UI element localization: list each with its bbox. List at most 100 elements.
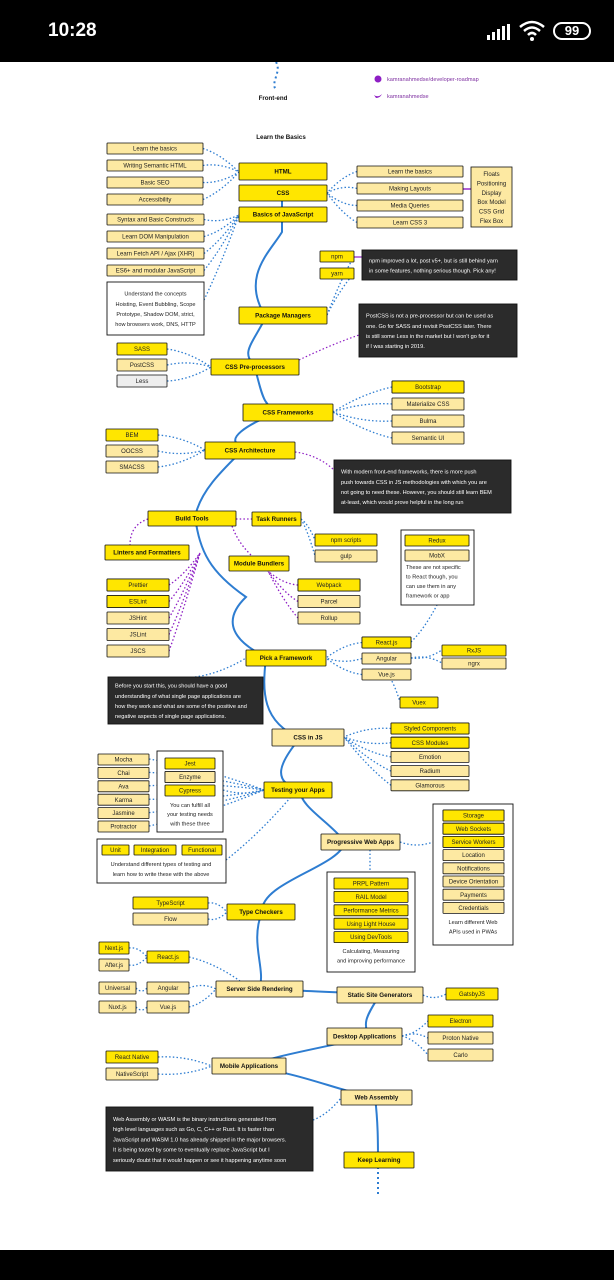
connector: [326, 192, 358, 224]
state-note-1: to React though, you: [406, 575, 458, 581]
test-fav-jest: Jest: [164, 757, 216, 770]
html-topic-learn-the-basics: Learn the basics: [106, 142, 204, 155]
pwa-perf-rail-model-label: RAIL Model: [355, 895, 386, 901]
pkg-npm-label: npm: [331, 255, 343, 261]
cssjs-emotion: Emotion: [390, 751, 470, 763]
css-fw-bootstrap-hl: Bootstrap: [391, 380, 465, 394]
pwa-api-hl-1-label: Web Sockets: [456, 827, 491, 833]
node-desktop: Desktop Applications: [326, 1027, 403, 1046]
framework-vue-js-label: Vue.js: [378, 673, 394, 679]
connector: [326, 186, 358, 194]
ssr-angular: Angular: [146, 981, 190, 995]
node-linters: Linters and Formatters: [104, 544, 190, 561]
node-mobile-label: Mobile Applications: [220, 1063, 279, 1070]
js-topic-learn-dom-manipulation-label: Learn DOM Manipulation: [122, 235, 189, 241]
pwa-api-hl-0-label: Storage: [463, 814, 485, 820]
html-topic-writing-semantic-html: Writing Semantic HTML: [106, 159, 204, 172]
node-css: CSS: [238, 184, 328, 202]
test-tool-ava-label: Ava: [118, 784, 129, 790]
desktop-electron-label: Electron: [449, 1019, 471, 1025]
node-css-in-js-label: CSS in JS: [293, 735, 322, 742]
connector: [188, 988, 217, 1008]
navigation-bar: [0, 1250, 614, 1280]
mobile-react-native: React Native: [105, 1050, 159, 1064]
pkg-npm: npm: [319, 250, 355, 263]
cssjs-glamorous-label: Glamorous: [415, 783, 444, 789]
connector: [203, 214, 240, 255]
node-pick-framework-label: Pick a Framework: [260, 655, 313, 662]
node-html-label: HTML: [274, 169, 291, 176]
task-npm-scripts: npm scripts: [314, 533, 378, 547]
pwa-perf-using-light-house: Using Light House: [333, 917, 409, 930]
node-package-managers: Package Managers: [238, 306, 328, 325]
node-testing-label: Testing your Apps: [271, 787, 325, 794]
test-fav-note-2: with these three: [169, 821, 210, 827]
vue-vuex: Vuex: [399, 696, 439, 709]
test-fav-cypress: Cypress: [164, 784, 216, 797]
pwa-api-credentials: Credentials: [442, 902, 505, 914]
arch-bem: BEM: [105, 428, 159, 442]
preproc-less-label: Less: [136, 379, 149, 385]
bundler-rollup-label: Rollup: [320, 616, 338, 622]
bundler-webpack-hl: Webpack: [297, 578, 361, 592]
desktop-electron: Electron: [427, 1014, 494, 1028]
top-path: [273, 62, 279, 91]
node-task-runners: Task Runners: [251, 511, 302, 527]
type-flow-label: Flow: [164, 917, 177, 923]
cssjs-modules-hl: CSS Modules: [390, 736, 470, 749]
connector: [166, 362, 212, 368]
ssr-universal: Universal: [98, 981, 137, 995]
status-bar: 10:28 99: [0, 0, 614, 62]
node-css-preprocessors-label: CSS Pre-processors: [225, 364, 285, 371]
connector: [325, 657, 363, 676]
note-arch: With modern front-end frameworks, there …: [333, 459, 512, 514]
css-layout-floats: Floats: [483, 172, 499, 178]
cssjs-radium: Radium: [390, 765, 470, 777]
github-icon: [374, 75, 382, 83]
node-pick-framework: Pick a Framework: [245, 649, 327, 667]
pwa-api-device-orientation: Device Orientation: [442, 875, 505, 888]
note-spa: Before you start this, you should have a…: [107, 676, 264, 725]
pwa-api-hl-2-label: Service Workers: [452, 840, 496, 846]
css-topic-learn-css-3: Learn CSS 3: [356, 216, 464, 229]
js-topic-learn-fetch-api-ajax-xhr: Learn Fetch API / Ajax (XHR): [106, 247, 205, 260]
test-fav-enzyme: Enzyme: [164, 771, 216, 783]
test-kind-integration: Integration: [133, 844, 177, 856]
pwa-perf-performance-metrics-label: Performance Metrics: [343, 908, 398, 914]
pwa-perf-note-1: and improving performance: [337, 959, 405, 965]
state-mobx: MobX: [404, 549, 470, 562]
ssr-react: React.js: [146, 950, 190, 964]
angular-ngrx-label: ngrx: [468, 662, 480, 668]
css-fw-bulma-label: Bulma: [419, 419, 437, 425]
type-typescript: TypeScript: [132, 896, 209, 910]
ssr-vue: Vue.js: [146, 1000, 190, 1014]
cssjs-emotion-label: Emotion: [419, 755, 441, 761]
node-testing: Testing your Apps: [263, 781, 333, 799]
linter-jshint-label: JSHint: [129, 616, 147, 622]
test-tool-chai-label: Chai: [117, 771, 129, 777]
node-web-assembly-label: Web Assembly: [355, 1095, 399, 1102]
node-type-checkers: Type Checkers: [226, 903, 296, 921]
bundler-webpack-hl-label: Webpack: [317, 583, 343, 589]
css-topic-learn-the-basics: Learn the basics: [356, 165, 464, 178]
node-html: HTML: [238, 162, 328, 181]
arch-oocss-label: OOCSS: [121, 449, 143, 455]
node-css-architecture: CSS Architecture: [204, 441, 296, 460]
test-kind-unit: Unit: [101, 844, 130, 856]
js-topic-es6-and-modular-javascript-label: ES6+ and modular JavaScript: [116, 269, 196, 275]
node-keep-learning-label: Keep Learning: [358, 1157, 401, 1164]
pwa-api-device-orientation-label: Device Orientation: [449, 880, 498, 886]
test-fav-note-0: You can fulfill all: [170, 803, 210, 809]
desktop-carlo-label: Carlo: [453, 1053, 468, 1059]
connector: [332, 411, 393, 439]
css-layout-box-model: Box Model: [477, 200, 505, 206]
node-package-managers-label: Package Managers: [255, 313, 311, 320]
test-fav-jest-label: Jest: [184, 762, 195, 768]
pwa-api-payments: Payments: [442, 888, 505, 901]
connector: [325, 657, 363, 662]
preproc-sass: SASS: [116, 342, 168, 356]
ssr-next-label: Next.js: [105, 946, 123, 952]
test-kinds-note-1: learn how to write these with the above: [113, 872, 210, 878]
